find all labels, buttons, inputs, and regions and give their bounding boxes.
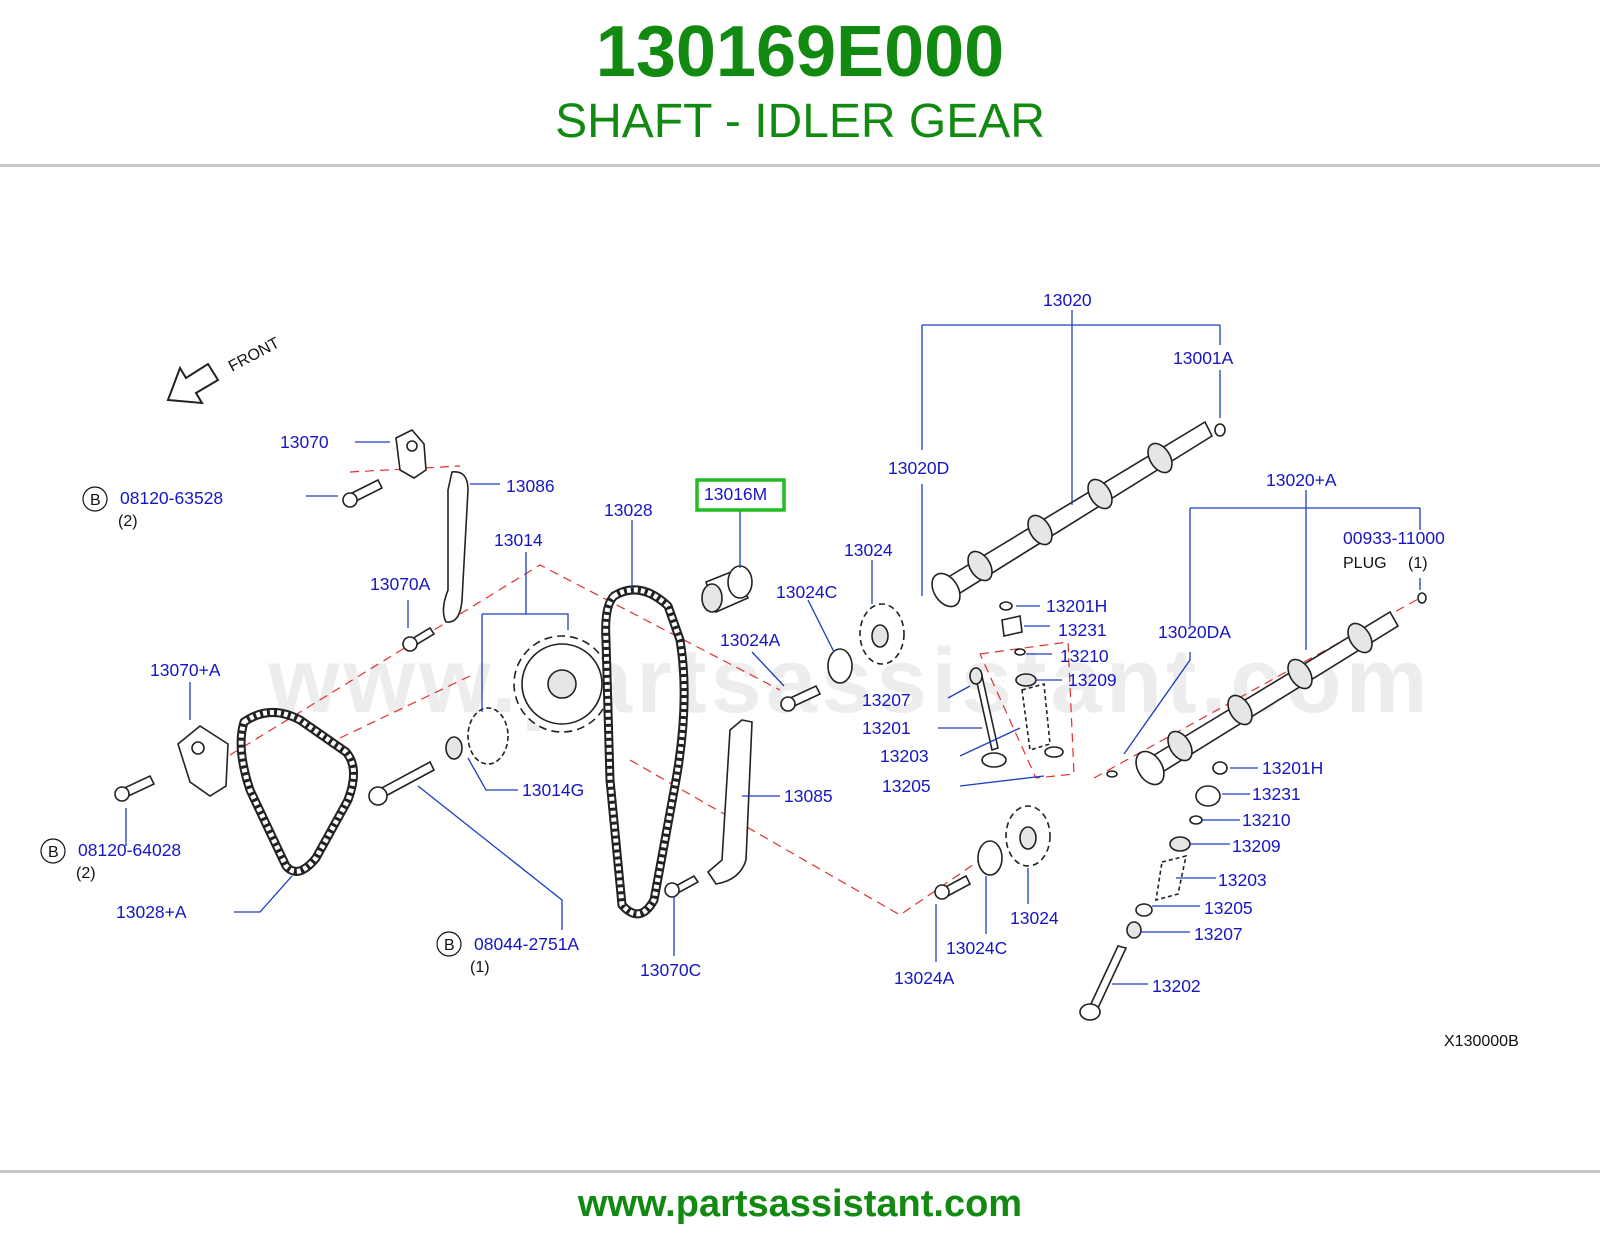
bolt-08044-2751a <box>368 760 436 806</box>
valve-train-upper <box>969 601 1064 768</box>
part-label-13205-upper[interactable]: 13205 <box>882 776 931 796</box>
timing-chain-13028-plus-a <box>236 708 358 876</box>
page-header: 130169E000 SHAFT - IDLER GEAR <box>0 0 1600 166</box>
chain-guide-13086 <box>442 471 469 623</box>
part-label-13205-lower[interactable]: 13205 <box>1204 898 1253 918</box>
part-label-13070a[interactable]: 13070A <box>370 574 431 594</box>
highlight-box-13016m <box>695 478 786 512</box>
part-label-13024c-upper[interactable]: 13024C <box>776 582 837 602</box>
sprocket-13014 <box>513 635 611 733</box>
part-label-13020[interactable]: 13020 <box>1043 290 1092 310</box>
part-label-13024-lower[interactable]: 13024 <box>1010 908 1059 928</box>
watermark-text: www.partsassistant.com <box>267 630 1431 732</box>
svg-text:B: B <box>48 844 59 861</box>
drawing-code: X130000B <box>1444 1033 1519 1050</box>
bolt-marker-icon: B <box>40 838 66 864</box>
part-label-13028[interactable]: 13028 <box>604 500 653 520</box>
part-label-08120-63528[interactable]: 08120-63528 <box>120 488 223 508</box>
part-label-13070c[interactable]: 13070C <box>640 960 701 980</box>
front-label: FRONT <box>226 335 283 376</box>
part-label-13014g[interactable]: 13014G <box>522 780 584 800</box>
part-label-13201[interactable]: 13201 <box>862 718 911 738</box>
part-label-13070[interactable]: 13070 <box>280 432 329 452</box>
valve-train-lower <box>1079 761 1228 1021</box>
footer-website-link[interactable]: www.partsassistant.com <box>577 1183 1023 1225</box>
part-label-13085[interactable]: 13085 <box>784 786 833 806</box>
camshaft-13020 <box>931 420 1226 608</box>
bolt-13070c <box>664 874 700 898</box>
part-label-13020da[interactable]: 13020DA <box>1158 622 1231 642</box>
part-label-13210-lower[interactable]: 13210 <box>1242 810 1291 830</box>
front-arrow-icon <box>166 362 220 405</box>
part-name-subtitle: SHAFT - IDLER GEAR <box>555 95 1045 148</box>
part-number-title: 130169E000 <box>595 12 1005 92</box>
part-label-13014[interactable]: 13014 <box>494 530 543 550</box>
part-label-13201h-lower[interactable]: 13201H <box>1262 758 1323 778</box>
part-label-13207-lower[interactable]: 13207 <box>1194 924 1243 944</box>
part-label-13086[interactable]: 13086 <box>506 476 555 496</box>
part-label-13231-lower[interactable]: 13231 <box>1252 784 1301 804</box>
chain-guide-13085 <box>706 719 753 885</box>
part-label-13203-lower[interactable]: 13203 <box>1218 870 1267 890</box>
part-label-08044-2751a[interactable]: 08044-2751A <box>474 934 579 954</box>
gear-13014g <box>445 707 509 765</box>
part-label-13020-plus-a[interactable]: 13020+A <box>1266 470 1337 490</box>
svg-text:B: B <box>90 492 101 509</box>
part-label-13020d[interactable]: 13020D <box>888 458 949 478</box>
svg-text:B: B <box>444 937 455 954</box>
header-divider <box>0 164 1600 167</box>
part-label-13203-upper[interactable]: 13203 <box>880 746 929 766</box>
part-label-13024a-upper[interactable]: 13024A <box>720 630 781 650</box>
quantity-08120-63528: (2) <box>118 513 138 530</box>
part-label-13210-upper[interactable]: 13210 <box>1060 646 1109 666</box>
timing-chain-13028 <box>601 585 689 919</box>
tensioner-13070-plus-a <box>114 725 229 802</box>
part-label-13209-upper[interactable]: 13209 <box>1068 670 1117 690</box>
bolt-marker-icon: B <box>436 931 462 957</box>
part-label-08120-64028[interactable]: 08120-64028 <box>78 840 181 860</box>
part-label-13016m[interactable]: 13016M <box>704 484 767 504</box>
part-label-13024a-lower[interactable]: 13024A <box>894 968 955 988</box>
part-label-13028-plus-a[interactable]: 13028+A <box>116 902 187 922</box>
leader-lines <box>125 310 1421 985</box>
parts-diagram: www.partsassistant.com FRONT <box>40 290 1519 1050</box>
quantity-08044-2751a: (1) <box>470 959 490 976</box>
part-label-13209-lower[interactable]: 13209 <box>1232 836 1281 856</box>
idler-gear-shaft-13016m <box>701 565 753 614</box>
reference-lines <box>229 465 1421 916</box>
part-label-13024-upper[interactable]: 13024 <box>844 540 893 560</box>
cam-sprocket-13024-lower <box>934 805 1051 900</box>
part-label-00933-11000[interactable]: 00933-11000 <box>1343 528 1445 548</box>
quantity-08120-64028: (2) <box>76 865 96 882</box>
part-label-13201h-upper[interactable]: 13201H <box>1046 596 1107 616</box>
camshaft-13020-plus-a <box>1106 592 1427 786</box>
part-label-13207-upper[interactable]: 13207 <box>862 690 911 710</box>
bolt-13070a <box>402 626 436 652</box>
part-label-13231-upper[interactable]: 13231 <box>1058 620 1107 640</box>
plug-label: PLUG <box>1343 555 1387 572</box>
part-label-13202[interactable]: 13202 <box>1152 976 1201 996</box>
bolt-marker-icon: B <box>82 486 108 512</box>
tensioner-13070 <box>342 429 427 508</box>
part-label-13070-plus-a[interactable]: 13070+A <box>150 660 221 680</box>
footer-divider <box>0 1170 1600 1173</box>
part-label-13024c-lower[interactable]: 13024C <box>946 938 1007 958</box>
part-label-13001a[interactable]: 13001A <box>1173 348 1234 368</box>
plug-quantity: (1) <box>1408 555 1428 572</box>
cam-sprocket-13024-upper <box>780 603 905 712</box>
